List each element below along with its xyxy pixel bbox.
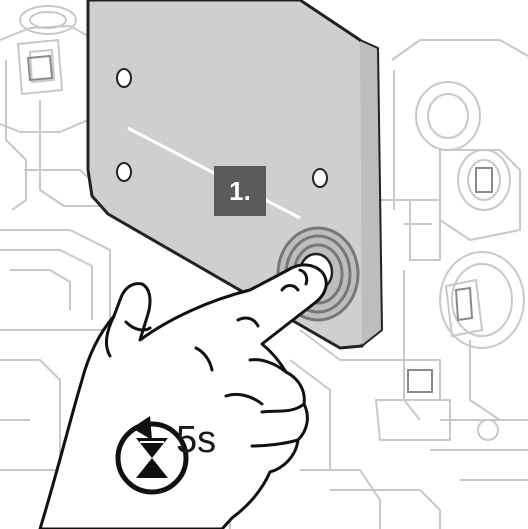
step-number-label: 1. (229, 176, 251, 206)
step-badge: 1. (214, 166, 266, 216)
panel-screw-hole-icon (117, 163, 131, 181)
press-duration-label: 5s (176, 419, 216, 461)
panel-screw-hole-icon (313, 169, 327, 187)
panel-side-edge (360, 40, 382, 346)
hand-pointer-icon (40, 265, 326, 529)
panel-screw-hole-icon (117, 69, 131, 87)
